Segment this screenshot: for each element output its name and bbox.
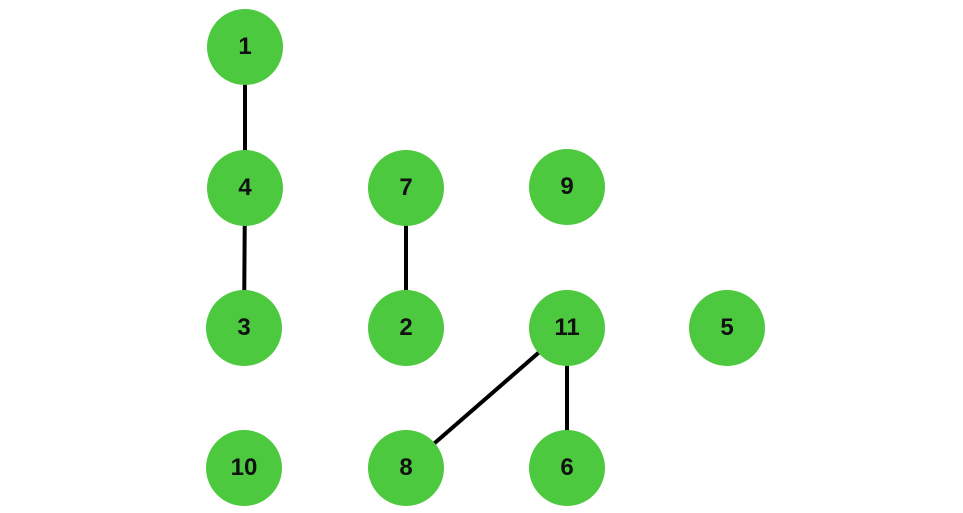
graph-node-7[interactable]: 7	[368, 150, 444, 226]
node-label-7: 7	[399, 174, 413, 201]
node-label-10: 10	[230, 454, 258, 481]
node-label-8: 8	[399, 454, 413, 481]
graph-node-3[interactable]: 3	[206, 290, 282, 366]
graph-node-8[interactable]: 8	[368, 430, 444, 506]
node-label-2: 2	[399, 314, 413, 341]
node-label-5: 5	[720, 314, 734, 341]
node-label-1: 1	[238, 33, 252, 60]
graph-node-2[interactable]: 2	[368, 290, 444, 366]
node-label-11: 11	[554, 314, 580, 341]
node-label-6: 6	[560, 454, 574, 481]
node-label-4: 4	[238, 174, 252, 201]
graph-node-6[interactable]: 6	[529, 430, 605, 506]
graph-node-11[interactable]: 11	[529, 290, 605, 366]
graph-node-5[interactable]: 5	[689, 290, 765, 366]
node-label-9: 9	[560, 173, 574, 200]
graph-node-10[interactable]: 10	[206, 430, 282, 506]
graph-node-4[interactable]: 4	[207, 150, 283, 226]
graph-node-9[interactable]: 9	[529, 149, 605, 225]
node-label-3: 3	[237, 314, 251, 341]
graph-node-1[interactable]: 1	[207, 9, 283, 85]
